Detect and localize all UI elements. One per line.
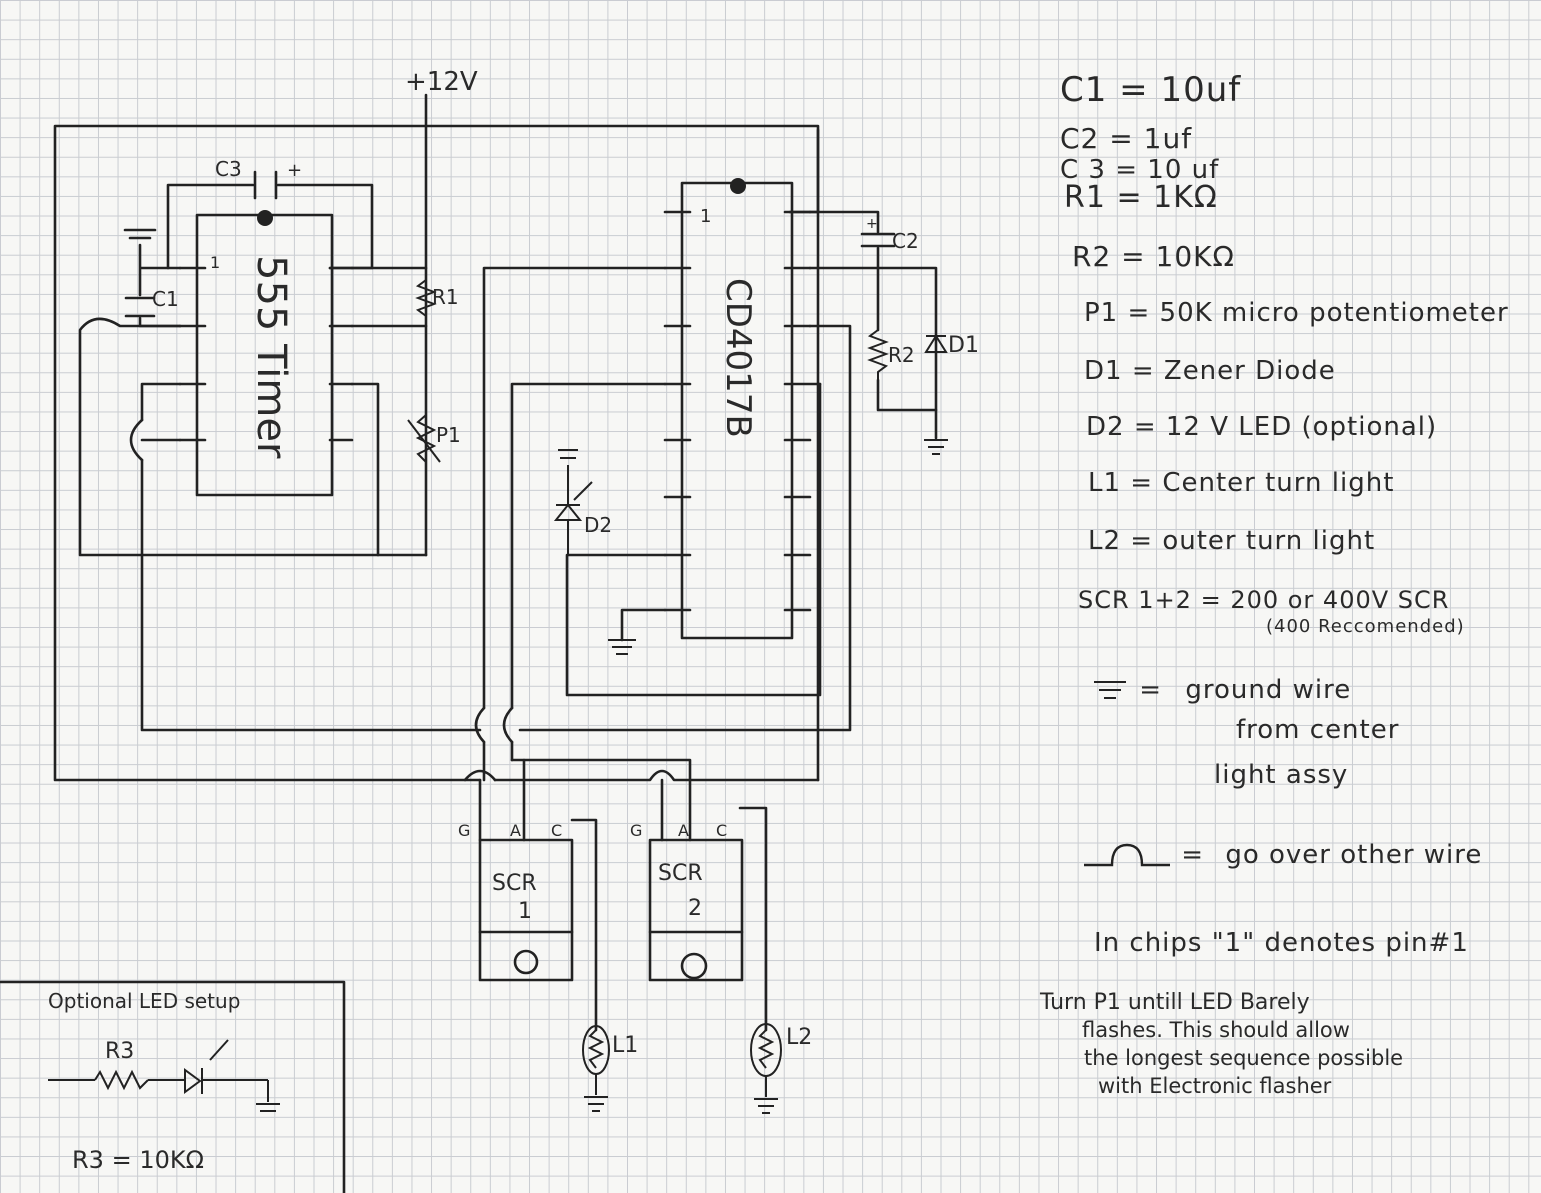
legend-c1: C1 = 10uf <box>1060 70 1242 110</box>
hop-eq: = <box>1181 840 1205 870</box>
counter-label: CD4017B <box>718 278 758 438</box>
wire-q-right2 <box>565 382 822 697</box>
c2-plus: + <box>866 216 878 232</box>
wire-scr2-gate <box>493 769 820 782</box>
scr2-body <box>648 838 744 982</box>
legend-pin-note: In chips "1" denotes pin#1 <box>1094 928 1469 958</box>
parts-legend: C1 = 10uf C2 = 1uf C 3 = 10 uf R1 = 1KΩ … <box>1040 60 1530 1120</box>
turn-note-3: the longest sequence possible <box>1084 1046 1404 1070</box>
wire-scr1 <box>478 758 598 1032</box>
wire-clock <box>482 266 667 782</box>
r3-value: R3 = 10KΩ <box>72 1146 204 1174</box>
scr2-pin-a: A <box>678 821 689 840</box>
d1-ground-icon <box>924 439 948 455</box>
scr1-pin-a: A <box>510 821 521 840</box>
wire-threshold <box>140 382 482 732</box>
scr2-name: SCR <box>658 861 703 886</box>
c2-label: C2 <box>892 229 919 253</box>
d2-led <box>553 449 593 555</box>
wire-q-out <box>510 382 667 762</box>
legend-scr: SCR 1+2 = 200 or 400V SCR <box>1078 586 1450 614</box>
wire-scr2 <box>660 128 820 1032</box>
r3-led-circuit <box>48 1039 280 1112</box>
ground-line1: ground wire <box>1185 675 1352 705</box>
wire-hop-3 <box>463 769 497 782</box>
counter-pin1: 1 <box>700 206 711 227</box>
legend-p1: P1 = 50K micro potentiometer <box>1084 298 1509 328</box>
legend-ground-line3: light assy <box>1214 760 1349 790</box>
c3-plus: + <box>287 160 302 181</box>
l1-lamp <box>582 1025 610 1112</box>
wire-pin6 <box>350 382 380 557</box>
wire-left-loop <box>78 317 428 557</box>
timer-pin1: 1 <box>210 253 220 272</box>
turn-note-4: with Electronic flasher <box>1098 1074 1332 1098</box>
ground-eq: = <box>1139 675 1163 705</box>
supply-label: +12V <box>405 67 478 97</box>
legend-d1: D1 = Zener Diode <box>1084 356 1336 386</box>
wire-q-right <box>518 324 852 732</box>
circuit-schematic: +12V 1 555 Timer C3 + C1 R1 P1 1 CD4017B <box>0 67 979 1193</box>
wire-hop-1 <box>474 706 486 744</box>
legend-c3: C 3 = 10 uf <box>1060 155 1220 185</box>
legend-scr-note: (400 Reccomended) <box>1266 616 1465 637</box>
wire-hop-2 <box>502 706 514 744</box>
wire-hop-left <box>129 418 144 462</box>
d2-label: D2 <box>584 513 612 537</box>
turn-note-1: Turn P1 untill LED Barely <box>1040 990 1310 1015</box>
legend-hop-row: = go over other wire <box>1082 840 1482 871</box>
scr2-pin-c: C <box>716 821 727 840</box>
scr2-num: 2 <box>688 896 702 921</box>
ground-icon <box>1094 680 1126 699</box>
c1-label: C1 <box>152 287 179 311</box>
legend-l2: L2 = outer turn light <box>1088 526 1376 556</box>
optional-title: Optional LED setup <box>48 989 240 1013</box>
r2-resistor <box>867 329 889 380</box>
turn-note-2: flashes. This should allow <box>1082 1018 1350 1042</box>
legend-r1: R1 = 1KΩ <box>1064 180 1218 215</box>
legend-ground-line2: from center <box>1236 715 1400 745</box>
r1-label: R1 <box>432 285 459 309</box>
d1-zener <box>924 334 948 353</box>
counter-ground-icon <box>608 639 636 655</box>
wire-counter-gnd <box>620 608 667 642</box>
p1-label: P1 <box>436 423 461 447</box>
wire-rd <box>876 266 938 412</box>
scr1-name: SCR <box>492 871 537 896</box>
wire-top-loop <box>53 124 482 782</box>
wire-anode-bus <box>510 758 692 842</box>
wire-c1 <box>138 243 182 328</box>
r1-resistor <box>415 279 437 317</box>
scr1-pin-g: G <box>458 821 470 840</box>
l2-label: L2 <box>786 1025 812 1050</box>
p1-arrow <box>407 419 441 463</box>
legend-r2: R2 = 10KΩ <box>1072 240 1235 273</box>
r3-label: R3 <box>105 1039 134 1064</box>
legend-l1: L1 = Center turn light <box>1088 468 1395 498</box>
d1-label: D1 <box>948 333 979 358</box>
legend-d2: D2 = 12 V LED (optional) <box>1086 412 1438 442</box>
scr1-pin-c: C <box>551 821 562 840</box>
scr2-hole <box>680 952 708 980</box>
p1-potentiometer <box>415 414 437 463</box>
legend-ground-row: = ground wire <box>1090 675 1351 706</box>
timer-pins <box>178 266 354 442</box>
timer-notch <box>257 210 273 226</box>
l1-label: L1 <box>612 1033 638 1058</box>
wire-hop-icon <box>1084 843 1170 866</box>
c3-label: C3 <box>215 157 242 181</box>
hop-text: go over other wire <box>1225 840 1483 870</box>
legend-c2: C2 = 1uf <box>1060 122 1193 155</box>
scr1-body <box>478 838 574 982</box>
l2-lamp <box>750 1023 782 1114</box>
wire-top-right <box>424 124 820 214</box>
r2-label: R2 <box>888 343 915 367</box>
optional-box <box>0 980 346 1193</box>
counter-pins <box>663 210 822 612</box>
scr1-hole <box>513 949 539 975</box>
timer-label: 555 Timer <box>248 255 294 459</box>
counter-notch <box>730 178 746 194</box>
scr2-pin-g: G <box>630 821 642 840</box>
scr1-num: 1 <box>518 899 532 924</box>
